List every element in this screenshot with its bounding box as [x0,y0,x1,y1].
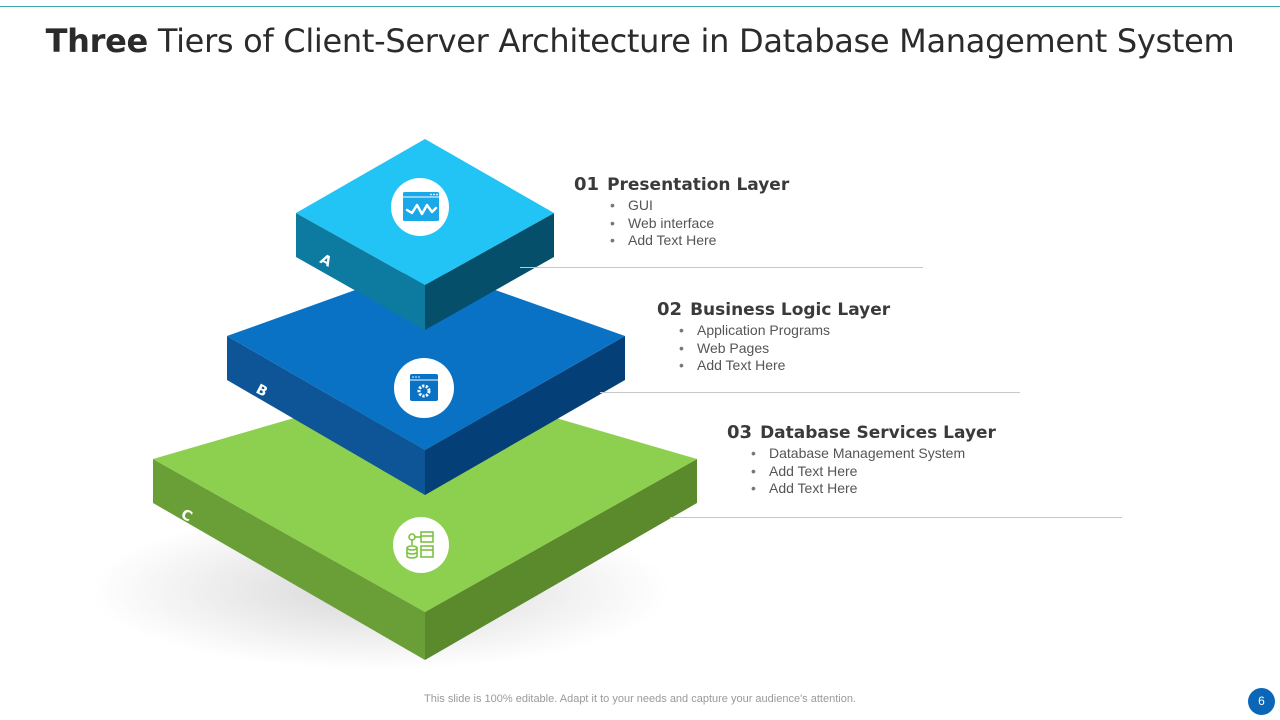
layer-item-02: 02 Business Logic Layer •Application Prog… [657,299,890,375]
list-item: •Application Programs [679,322,831,338]
monitor-waveform-icon [391,178,449,236]
layer-c-right-face [425,459,697,660]
top-accent-rule [0,6,1280,7]
bullet-list: •GUI •Web interface •Add Text Here [610,197,789,250]
slide-title: Three Tiers of Client-Server Architectur… [0,22,1280,60]
footer-note: This slide is 100% editable. Adapt it to… [424,693,856,705]
layer-item-01: 01 Presentation Layer •GUI •Web interface… [574,174,789,250]
list-item: •Add Text Here [610,232,717,248]
layer-heading: Presentation Layer [607,175,790,195]
bullet-list: •Application Programs •Web Pages •Add Te… [679,322,890,375]
list-item: •GUI [610,197,653,213]
layer-a-block: A [296,139,554,330]
layer-c-block: C [153,380,697,660]
layer-b-block: B [227,265,625,495]
divider-01 [520,267,923,268]
list-item: •Add Text Here [751,480,858,496]
layer-heading: Database Services Layer [760,423,996,443]
title-rest: Tiers of Client-Server Architecture in D… [147,22,1235,60]
divider-03 [670,517,1122,518]
window-gear-icon [394,358,454,418]
layer-b-right-face [425,336,625,495]
divider-02 [600,392,1020,393]
layer-a-right-face [425,213,554,330]
layer-number: 02 [657,299,683,320]
layer-c-top-face [153,380,697,612]
layer-c-left-face [153,459,425,660]
layer-number: 03 [727,422,753,443]
list-item: •Database Management System [751,445,966,461]
bullet-list: •Database Management System •Add Text He… [751,445,996,498]
layer-number: 01 [574,174,600,195]
database-server-network-icon [393,517,449,573]
layer-heading: Business Logic Layer [690,300,891,320]
list-item: •Add Text Here [679,357,786,373]
title-bold-word: Three [45,22,149,60]
list-item: •Add Text Here [751,462,858,479]
layer-b-top-face [227,265,625,450]
page-number-badge: 6 [1248,688,1275,715]
list-item: •Web Pages [679,339,770,356]
layer-a-left-face [296,213,425,330]
list-item: •Web interface [610,214,715,231]
layer-b-left-face [227,336,425,495]
layer-item-03: 03 Database Services Layer •Database Mana… [727,422,996,498]
